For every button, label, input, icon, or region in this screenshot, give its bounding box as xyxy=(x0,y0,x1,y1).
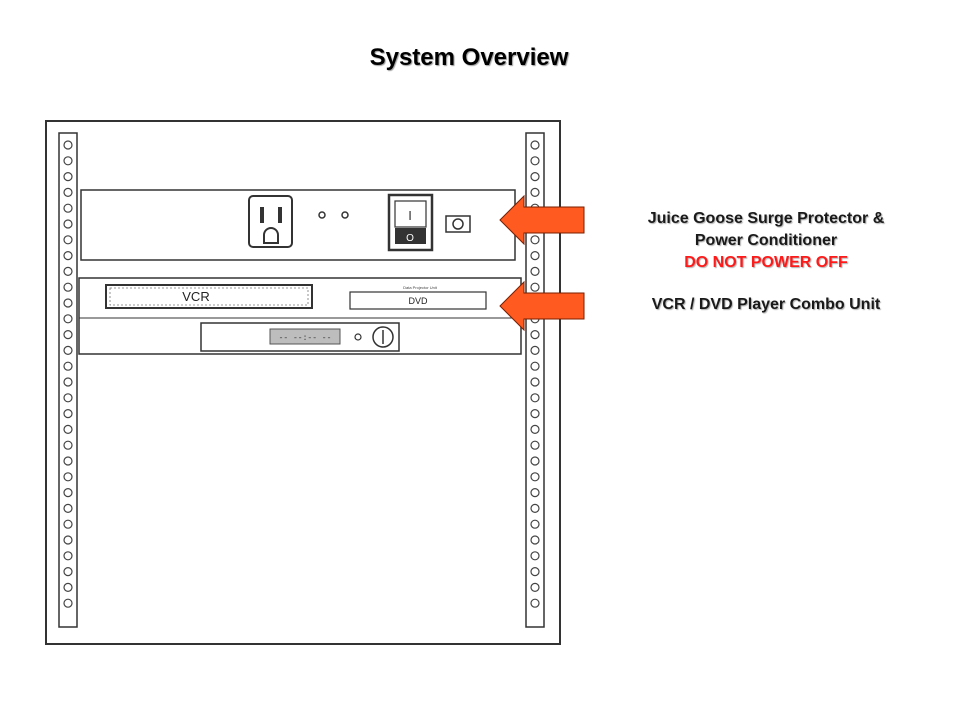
rail-hole xyxy=(63,456,73,466)
surge-protector-unit: I O xyxy=(80,189,516,261)
page-title: System Overview xyxy=(369,44,569,71)
power-outlet-icon xyxy=(248,195,293,248)
rail-hole xyxy=(530,172,540,182)
rail-hole xyxy=(530,393,540,403)
rail-hole xyxy=(530,187,540,197)
indicator-led-1 xyxy=(318,211,326,219)
rail-hole xyxy=(63,345,73,355)
rail-hole xyxy=(63,266,73,276)
clock-display xyxy=(269,328,341,345)
rail-hole xyxy=(530,440,540,450)
rail-hole xyxy=(63,203,73,213)
dvd-tray xyxy=(349,291,487,310)
rail-hole xyxy=(530,503,540,513)
rail-hole xyxy=(530,266,540,276)
indicator-led-2 xyxy=(341,211,349,219)
rail-hole xyxy=(63,172,73,182)
callout-surge-protector: Juice Goose Surge Protector & Power Cond… xyxy=(596,208,936,274)
rail-hole xyxy=(63,566,73,577)
dvd-label: DVD xyxy=(408,296,428,306)
vcr-dvd-combo-unit: VCR Data Projector Unit DVD -- --:-- -- xyxy=(78,277,522,355)
rail-hole xyxy=(530,535,540,545)
switch-on-mark: I xyxy=(408,208,412,223)
rail-hole xyxy=(63,393,73,403)
callout-arrow-vcr xyxy=(499,280,585,332)
rail-hole xyxy=(63,235,73,245)
rail-hole xyxy=(63,488,73,498)
rail-hole xyxy=(63,424,73,434)
rail-hole xyxy=(530,377,540,387)
rail-hole xyxy=(63,156,73,166)
rail-hole xyxy=(63,519,73,529)
rail-hole xyxy=(530,251,540,261)
vcr-label: VCR xyxy=(182,289,209,304)
rail-hole xyxy=(63,535,73,545)
rail-hole xyxy=(530,551,540,561)
fuse-holder-icon xyxy=(445,215,471,233)
callout-warning: DO NOT POWER OFF xyxy=(684,254,848,271)
rail-hole xyxy=(63,314,73,324)
rail-hole xyxy=(63,377,73,387)
rail-hole xyxy=(530,598,540,608)
rail-hole xyxy=(530,235,540,245)
power-switch-icon: I O xyxy=(387,193,434,252)
rail-hole xyxy=(530,330,540,340)
callout-arrow-surge xyxy=(499,194,585,246)
rail-hole xyxy=(63,361,73,371)
rail-hole xyxy=(63,503,73,513)
rail-hole xyxy=(63,219,73,229)
rail-hole xyxy=(530,582,540,593)
rail-hole xyxy=(63,440,73,450)
switch-off-mark: O xyxy=(406,233,414,244)
rail-hole xyxy=(530,472,540,482)
clock-display-text: -- --:-- -- xyxy=(279,334,332,343)
callout-vcr-line1: VCR / DVD Player Combo Unit xyxy=(651,296,881,313)
rail-hole xyxy=(530,140,540,150)
rail-hole xyxy=(63,282,73,292)
vcr-tape-slot xyxy=(105,284,313,309)
rail-hole xyxy=(530,488,540,498)
rail-hole xyxy=(63,187,73,197)
callout-surge-line1: Juice Goose Surge Protector & xyxy=(647,210,885,227)
callout-surge-line2: Power Conditioner xyxy=(694,232,838,249)
rail-hole xyxy=(63,551,73,561)
rail-hole xyxy=(63,598,73,608)
rail-hole xyxy=(63,582,73,593)
rail-hole xyxy=(530,519,540,529)
rail-hole xyxy=(63,251,73,261)
rail-hole xyxy=(63,330,73,340)
callout-vcr-dvd: VCR / DVD Player Combo Unit xyxy=(596,294,936,316)
rail-hole xyxy=(530,424,540,434)
rail-hole xyxy=(530,156,540,166)
rail-hole xyxy=(63,409,73,419)
rail-hole xyxy=(530,456,540,466)
rail-hole xyxy=(63,298,73,308)
rail-hole xyxy=(530,345,540,355)
rail-hole xyxy=(63,472,73,482)
rail-hole xyxy=(63,140,73,150)
rail-hole xyxy=(530,409,540,419)
rail-hole xyxy=(530,282,540,292)
rail-hole xyxy=(530,566,540,577)
rail-hole xyxy=(530,361,540,371)
dvd-small-text: Data Projector Unit xyxy=(403,285,438,290)
